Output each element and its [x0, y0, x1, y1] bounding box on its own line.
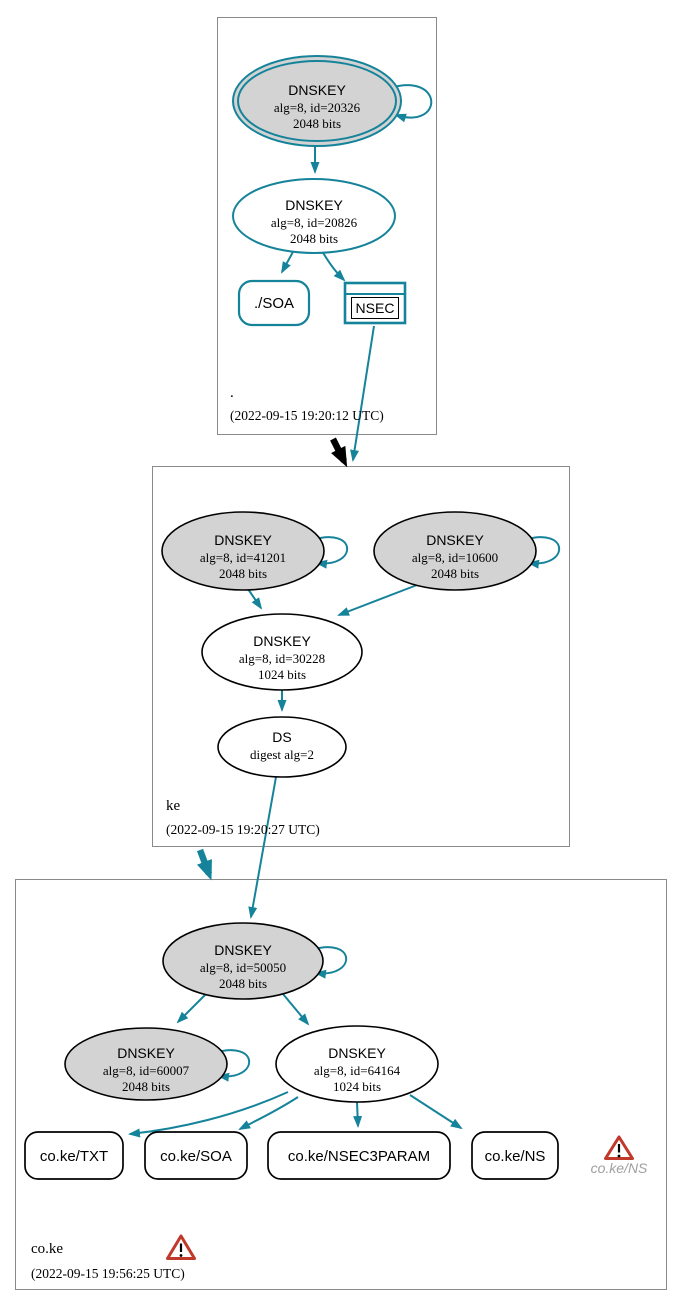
dnskey-ellipse [275, 1025, 439, 1103]
rrset-label: co.ke/NS [485, 1148, 546, 1165]
dnskey-ellipse [201, 613, 363, 691]
node-dnskey-10600[interactable]: DNSKEY alg=8, id=10600 2048 bits [373, 511, 537, 591]
rrset-label: co.ke/SOA [160, 1148, 232, 1165]
node-coke-soa[interactable]: co.ke/SOA [144, 1131, 248, 1180]
edge-coke-zsk-to-soa [238, 1096, 299, 1130]
dnskey-title: DNSKEY [253, 633, 311, 649]
rrset-rect [144, 1131, 248, 1180]
dnskey-title: DNSKEY [214, 532, 272, 548]
edge-coke-ksk50050-to-ksk60007 [176, 993, 207, 1024]
ds-digest: digest alg=2 [250, 747, 314, 762]
node-dnskey-64164[interactable]: DNSKEY alg=8, id=64164 1024 bits [275, 1025, 439, 1103]
dnskey-ellipse [232, 178, 396, 254]
delegation-arrow-ke-to-coke [196, 848, 213, 881]
edge-ke-ksk10600-to-zsk [337, 584, 418, 616]
dnskey-title: DNSKEY [117, 1045, 175, 1061]
edge-coke-ksk50050-selfsign [310, 946, 348, 979]
dnskey-title: DNSKEY [328, 1045, 386, 1061]
dnskey-bits: 2048 bits [219, 976, 267, 991]
edge-coke-zsk-to-nsec3param [353, 1101, 363, 1128]
dnskey-title: DNSKEY [214, 942, 272, 958]
node-root-soa[interactable]: ./SOA [237, 279, 311, 327]
dnskey-alg-id: alg=8, id=20326 [274, 100, 361, 115]
edge-nsec-to-ke-zone [350, 325, 375, 462]
zone-label-ke: ke [166, 798, 181, 814]
zone-label-root: . [230, 385, 234, 401]
dnskey-ellipse [161, 511, 325, 591]
edge-ke-ksk41201-to-zsk [247, 588, 263, 610]
dnskey-bits: 1024 bits [258, 667, 306, 682]
zone-timestamp-root: (2022-09-15 19:20:12 UTC) [230, 408, 384, 423]
delegation-arrow-root-to-ke [330, 437, 348, 468]
dnskey-bits: 1024 bits [333, 1079, 381, 1094]
edge-coke-zsk-to-ns [409, 1094, 463, 1130]
node-root-nsec[interactable]: NSEC [343, 281, 407, 325]
node-dnskey-20826[interactable]: DNSKEY alg=8, id=20826 2048 bits [232, 178, 396, 254]
node-dnskey-30228[interactable]: DNSKEY alg=8, id=30228 1024 bits [201, 613, 363, 691]
rrset-label: ./SOA [254, 295, 294, 312]
dnskey-alg-id: alg=8, id=50050 [200, 960, 286, 975]
dnskey-alg-id: alg=8, id=64164 [314, 1063, 401, 1078]
node-coke-nsec3param[interactable]: co.ke/NSEC3PARAM [267, 1131, 451, 1180]
dnskey-ellipse [64, 1027, 228, 1101]
dnskey-alg-id: alg=8, id=30228 [239, 651, 325, 666]
edge-coke-zsk-to-txt [128, 1091, 289, 1138]
dnskey-bits: 2048 bits [431, 566, 479, 581]
warning-icon [604, 1135, 634, 1160]
dnskey-bits: 2048 bits [293, 116, 341, 131]
edge-coke-ksk60007-selfsign [213, 1049, 251, 1082]
rrset-label: co.ke/NSEC3PARAM [288, 1148, 430, 1165]
rrset-rect [237, 279, 311, 327]
dnskey-title: DNSKEY [288, 82, 346, 98]
dnskey-title: DNSKEY [426, 532, 484, 548]
node-dnskey-50050[interactable]: DNSKEY alg=8, id=50050 2048 bits [162, 922, 324, 1000]
dnskey-alg-id: alg=8, id=10600 [412, 550, 498, 565]
warning-rrset-label: co.ke/NS [591, 1160, 648, 1176]
zone-timestamp-ke: (2022-09-15 19:20:27 UTC) [166, 822, 320, 837]
dnskey-ellipse [162, 922, 324, 1000]
zone-label-coke: co.ke [31, 1241, 63, 1257]
edge-ke-ksk10600-selfsign [523, 536, 561, 569]
ds-title: DS [272, 729, 291, 745]
dnskey-ksk-outer-ellipse [232, 55, 402, 147]
dnskey-bits: 2048 bits [290, 231, 338, 246]
dnskey-ksk-inner-ellipse [237, 60, 397, 142]
rrset-rect [24, 1131, 124, 1180]
ds-ellipse [217, 716, 347, 778]
edge-coke-ksk50050-to-zsk64164 [282, 993, 310, 1026]
node-coke-txt[interactable]: co.ke/TXT [24, 1131, 124, 1180]
zone-timestamp-coke: (2022-09-15 19:56:25 UTC) [31, 1266, 185, 1281]
dnskey-bits: 2048 bits [122, 1079, 170, 1094]
dnskey-bits: 2048 bits [219, 566, 267, 581]
rrset-rect [267, 1131, 451, 1180]
dnskey-alg-id: alg=8, id=41201 [200, 550, 286, 565]
edge-root-zsk-to-soa [281, 249, 295, 274]
edge-ke-ds-to-coke-ksk [248, 776, 277, 919]
node-ds-ke[interactable]: DS digest alg=2 [217, 716, 347, 778]
nsec-label: NSEC [356, 300, 395, 316]
rrset-rect [471, 1131, 559, 1180]
warning-icon[interactable] [166, 1234, 196, 1260]
node-dnskey-41201[interactable]: DNSKEY alg=8, id=41201 2048 bits [161, 511, 325, 591]
coke-ns-warning[interactable]: co.ke/NS [591, 1135, 648, 1176]
dnskey-alg-id: alg=8, id=60007 [103, 1063, 190, 1078]
dnskey-alg-id: alg=8, id=20826 [271, 215, 358, 230]
rrset-label: co.ke/TXT [40, 1148, 108, 1165]
nsec-inner-rect [351, 297, 399, 319]
dnskey-title: DNSKEY [285, 197, 343, 213]
edge-root-ksk-selfsign [389, 84, 433, 123]
node-dnskey-60007[interactable]: DNSKEY alg=8, id=60007 2048 bits [64, 1027, 228, 1101]
edge-root-zsk-to-nsec [321, 250, 346, 282]
node-coke-ns[interactable]: co.ke/NS [471, 1131, 559, 1180]
node-dnskey-20326[interactable]: DNSKEY alg=8, id=20326 2048 bits [232, 55, 402, 147]
edge-ke-ksk41201-selfsign [311, 536, 349, 569]
dnskey-ellipse [373, 511, 537, 591]
